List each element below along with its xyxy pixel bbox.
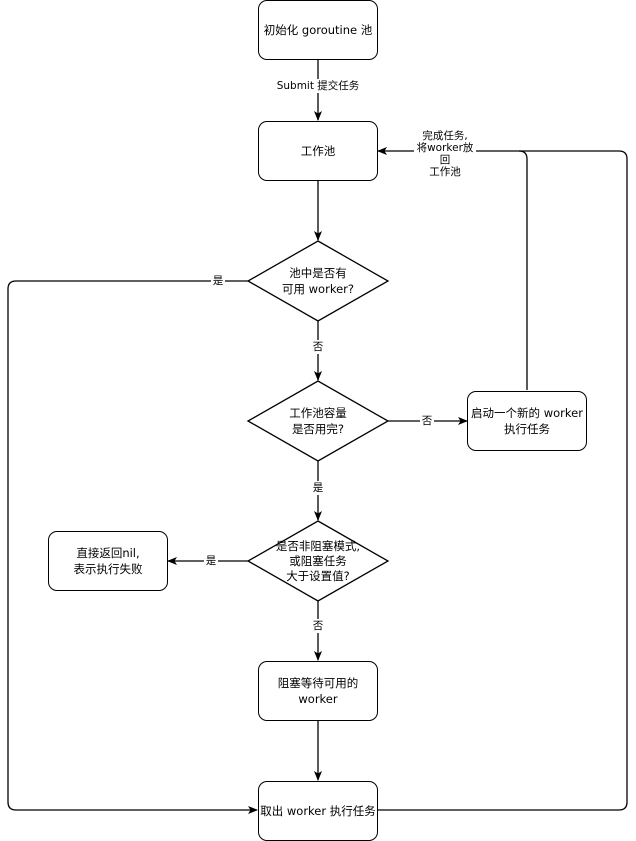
block-wait-label: 阻塞等待可用的 worker: [277, 676, 359, 706]
init-pool-node: 初始化 goroutine 池: [258, 0, 378, 60]
has-worker-no-label: 否: [311, 340, 325, 354]
arrow-has-worker-yes: [7, 280, 258, 814]
return-nil-label: 直接返回nil, 表示执行失败: [73, 546, 143, 576]
execute-task-label: 取出 worker 执行任务: [260, 804, 376, 818]
start-worker-node: 启动一个新的 worker 执行任务: [467, 391, 587, 451]
has-worker-label: 池中是否有 可用 worker?: [282, 266, 354, 296]
has-worker-decision: 池中是否有 可用 worker?: [258, 261, 378, 301]
nonblocking-decision: 是否非阻塞模式, 或阻塞任务 大于设置值?: [252, 537, 384, 585]
worker-pool-node: 工作池: [258, 121, 378, 181]
nonblocking-no-label: 否: [311, 619, 325, 633]
nonblocking-yes-label: 是: [204, 554, 218, 568]
start-worker-label: 启动一个新的 worker 执行任务: [471, 406, 583, 436]
init-pool-label: 初始化 goroutine 池: [263, 23, 373, 37]
submit-edge-label: Submit 提交任务: [270, 79, 366, 93]
arrow-execute-to-pool: [378, 150, 628, 811]
capacity-decision: 工作池容量 是否用完?: [258, 401, 378, 441]
return-nil-node: 直接返回nil, 表示执行失败: [48, 531, 168, 591]
has-worker-yes-label: 是: [211, 274, 225, 288]
worker-pool-label: 工作池: [300, 144, 336, 158]
block-wait-node: 阻塞等待可用的 worker: [258, 661, 378, 721]
capacity-yes-label: 是: [311, 481, 325, 495]
nonblocking-label: 是否非阻塞模式, 或阻塞任务 大于设置值?: [275, 538, 361, 583]
capacity-label: 工作池容量 是否用完?: [289, 406, 347, 436]
arrow-start-worker-to-pool: [377, 147, 528, 390]
execute-task-node: 取出 worker 执行任务: [258, 781, 378, 841]
return-worker-edge-label: 完成任务, 将worker放回 工作池: [414, 130, 476, 178]
capacity-no-label: 否: [420, 414, 434, 428]
